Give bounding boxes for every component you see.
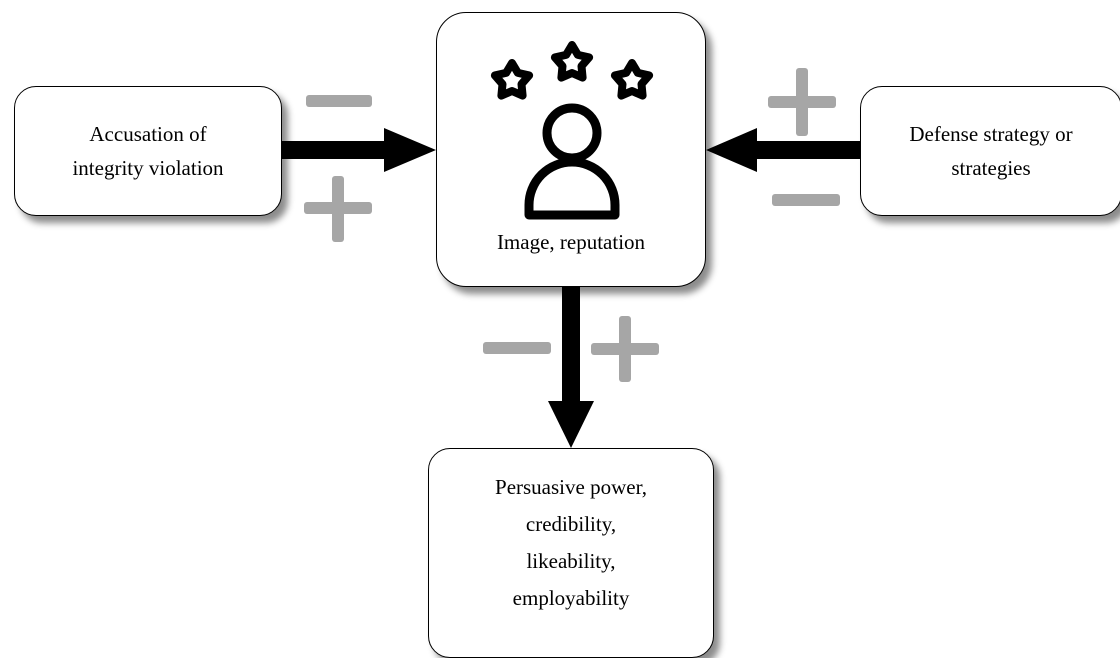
arrow-defense-to-image	[706, 128, 860, 172]
accusation-line-2: integrity violation	[72, 156, 224, 180]
minus-sign-outcome-edge	[483, 342, 551, 354]
star-icon-center	[550, 41, 594, 82]
outcome-line-1: Persuasive power,	[495, 475, 647, 499]
arrow-image-to-outcome	[548, 287, 594, 448]
arrow-accusation-to-image	[282, 128, 436, 172]
plus-sign-accusation-edge	[304, 176, 372, 242]
outcome-box: Persuasive power, credibility, likeabili…	[428, 448, 714, 658]
plus-sign-outcome-edge	[591, 316, 659, 382]
minus-sign-defense-edge	[772, 194, 840, 206]
outcome-line-3: likeability,	[526, 549, 616, 573]
image-reputation-box: Image, reputation	[436, 12, 706, 287]
defense-line-2: strategies	[951, 156, 1031, 180]
person-head-icon	[542, 103, 602, 163]
image-reputation-label: Image, reputation	[496, 230, 646, 254]
accusation-line-1: Accusation of	[89, 122, 207, 146]
defense-line-1: Defense strategy or	[909, 122, 1073, 146]
plus-sign-defense-edge	[768, 68, 836, 136]
star-icon-right	[610, 59, 654, 100]
defense-strategy-box: Defense strategy or strategies	[860, 86, 1120, 216]
star-icon-left	[490, 59, 534, 100]
person-body-icon	[524, 157, 620, 220]
accusation-box: Accusation of integrity violation	[14, 86, 282, 216]
outcome-line-4: employability	[512, 586, 630, 610]
outcome-line-2: credibility,	[525, 512, 617, 536]
person-with-three-stars-icon	[490, 41, 654, 220]
minus-sign-accusation-edge	[306, 95, 372, 107]
